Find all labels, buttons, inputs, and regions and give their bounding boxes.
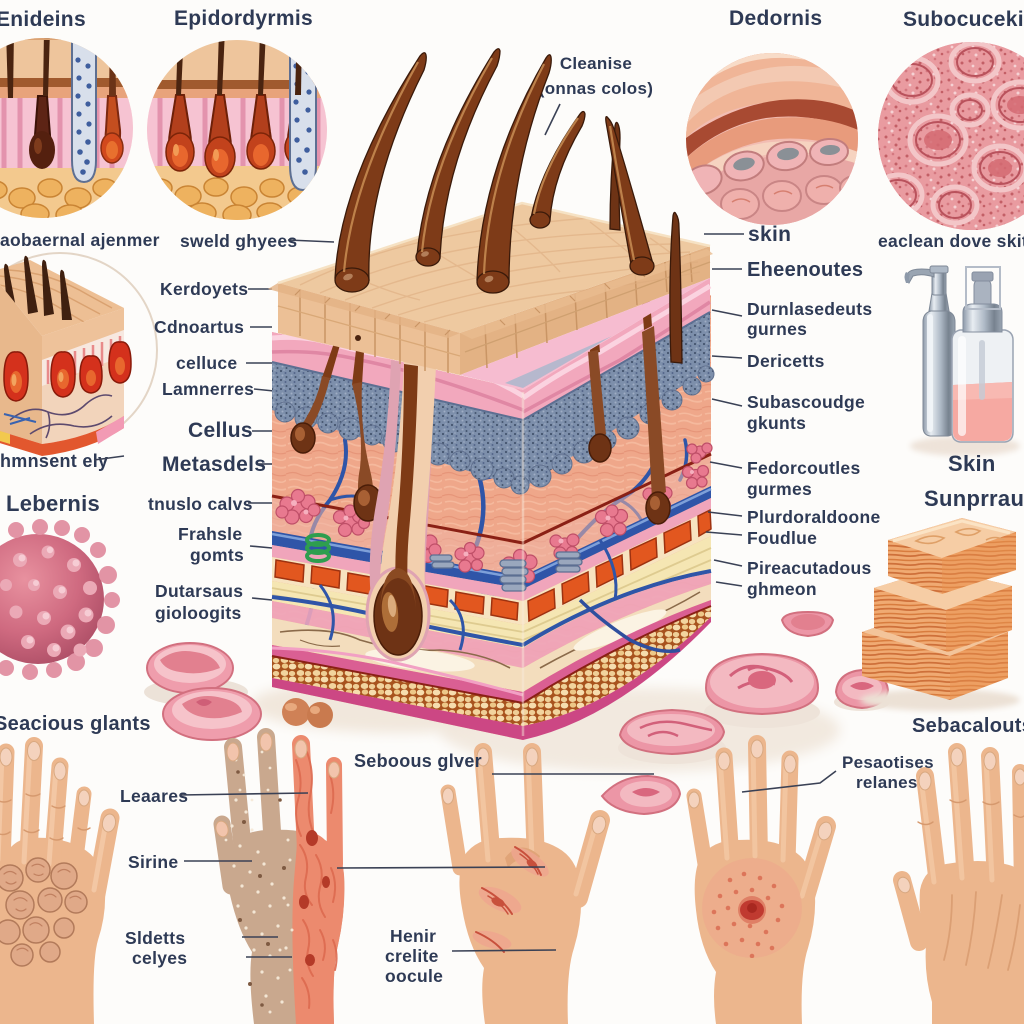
svg-text:Cleanise: Cleanise xyxy=(560,54,632,73)
svg-text:Frahsle: Frahsle xyxy=(178,524,242,544)
svg-text:Kerdoyets: Kerdoyets xyxy=(160,279,248,299)
svg-text:gurmes: gurmes xyxy=(747,479,812,499)
svg-text:gioloogits: gioloogits xyxy=(155,603,242,623)
svg-text:relanes: relanes xyxy=(856,773,918,792)
svg-text:tnuslo calvs: tnuslo calvs xyxy=(148,494,253,514)
svg-text:Fedorcoutles: Fedorcoutles xyxy=(747,458,860,478)
svg-text:crelite: crelite xyxy=(385,946,439,966)
svg-text:Seacious glants: Seacious glants xyxy=(0,713,151,735)
svg-text:Seboous glver: Seboous glver xyxy=(354,751,482,771)
svg-text:Henir: Henir xyxy=(390,926,436,946)
svg-text:Pireacutadous: Pireacutadous xyxy=(747,558,872,578)
svg-text:Lamnerres: Lamnerres xyxy=(162,379,254,399)
svg-text:Sldetts: Sldetts xyxy=(125,928,185,948)
svg-text:oocule: oocule xyxy=(385,966,443,986)
svg-text:Pesaotises: Pesaotises xyxy=(842,753,934,772)
svg-text:Sebacalouts: Sebacalouts xyxy=(912,715,1024,737)
svg-text:Dutarsaus: Dutarsaus xyxy=(155,581,243,601)
svg-text:gkunts: gkunts xyxy=(747,413,806,433)
svg-text:ghmeon: ghmeon xyxy=(747,579,817,599)
svg-text:celyes: celyes xyxy=(132,948,187,968)
svg-text:Sunprrauh: Sunprrauh xyxy=(924,486,1024,511)
svg-text:Dericetts: Dericetts xyxy=(747,351,825,371)
svg-text:(onnas colos): (onnas colos) xyxy=(539,79,653,98)
svg-text:gurnes: gurnes xyxy=(747,319,807,339)
svg-text:Metasdels: Metasdels xyxy=(162,453,266,476)
svg-text:Sirine: Sirine xyxy=(128,852,178,872)
svg-text:Leaares: Leaares xyxy=(120,786,188,806)
svg-text:Skin: Skin xyxy=(948,451,996,476)
svg-text:gomts: gomts xyxy=(190,545,244,565)
svg-text:Plurdoraldoone: Plurdoraldoone xyxy=(747,507,881,527)
svg-text:Lebernis: Lebernis xyxy=(6,491,100,516)
svg-text:Subocucekis: Subocucekis xyxy=(903,8,1024,31)
svg-text:Foudlue: Foudlue xyxy=(747,528,817,548)
svg-text:hmnsent ely: hmnsent ely xyxy=(0,451,108,471)
svg-text:Eheenoutes: Eheenoutes xyxy=(747,259,863,281)
svg-text:Subascoudge: Subascoudge xyxy=(747,392,865,412)
svg-text:Epidordyrmis: Epidordyrmis xyxy=(174,7,313,30)
svg-text:Enideins: Enideins xyxy=(0,8,86,31)
svg-text:sweld ghyees: sweld ghyees xyxy=(180,231,297,251)
svg-text:skin: skin xyxy=(748,223,791,246)
svg-text:aobaernal ajenmer: aobaernal ajenmer xyxy=(0,230,160,250)
svg-text:celluce: celluce xyxy=(176,353,237,373)
svg-text:eaclean dove skits: eaclean dove skits xyxy=(878,231,1024,251)
svg-text:Dedornis: Dedornis xyxy=(729,7,822,30)
svg-text:Cdnoartus: Cdnoartus xyxy=(154,317,244,337)
svg-text:Cellus: Cellus xyxy=(188,419,253,442)
svg-text:Durnlasedeuts: Durnlasedeuts xyxy=(747,299,872,319)
